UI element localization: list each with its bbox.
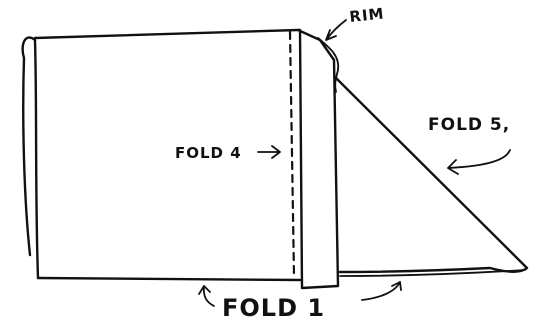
fold-5-triangle xyxy=(334,76,529,274)
napkin-body xyxy=(33,28,302,282)
fold-4-label: FOLD 4 xyxy=(175,144,242,162)
rim-top-curl xyxy=(317,37,340,93)
fold-1-label: FOLD 1 xyxy=(222,294,325,322)
fold-4-arrow xyxy=(257,145,281,159)
left-curl-edge xyxy=(21,36,40,280)
rim-label: RIM xyxy=(349,4,386,26)
triangle-bottom-edge xyxy=(339,269,526,277)
rim-arrow xyxy=(325,19,347,41)
fold-4-line xyxy=(288,30,296,278)
fold-5-label: FOLD 5, xyxy=(428,115,510,135)
fold-5-arrow xyxy=(447,149,511,175)
rim-band xyxy=(296,28,340,290)
fold-1-right-arrow xyxy=(361,281,402,301)
fold-1-left-arrow xyxy=(198,285,215,307)
